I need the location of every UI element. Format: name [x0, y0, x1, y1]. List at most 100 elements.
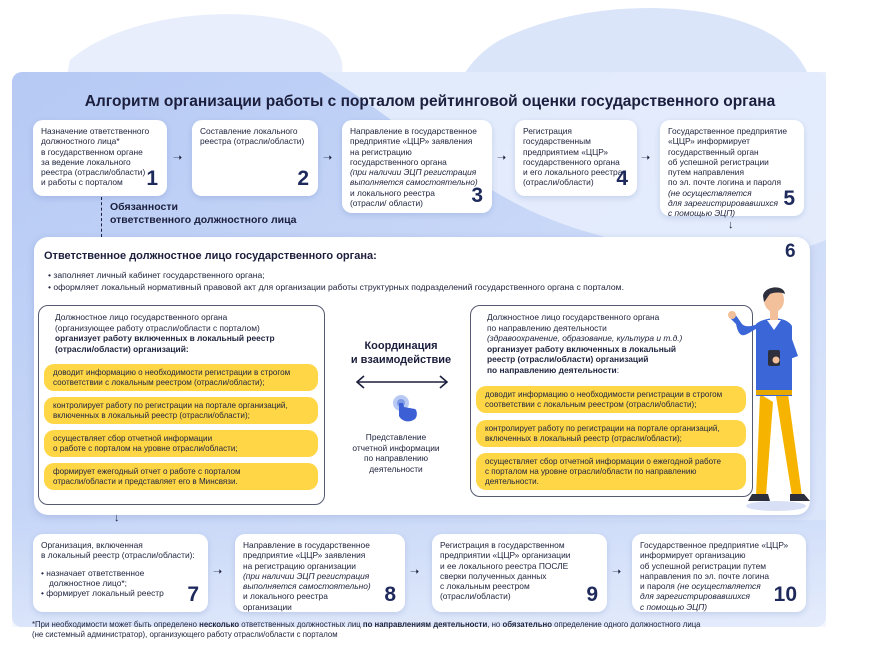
- dashed-connector: [101, 197, 102, 237]
- coord-sub-text: отчетной информации: [352, 442, 440, 453]
- touch-hand-icon: [393, 395, 417, 422]
- step-text: выполняется самостоятельно): [243, 581, 371, 591]
- step-text: Регистрация в государственном: [440, 540, 565, 550]
- step-number: 3: [471, 184, 483, 208]
- step-text: реестра (отрасли/области): [41, 167, 146, 177]
- step-text: и локального реестра: [243, 591, 328, 602]
- step-text: в государственном органе: [41, 146, 143, 157]
- panel-text-bold: по направлению деятельности: [487, 364, 617, 375]
- coord-text: и взаимодействие: [350, 353, 452, 366]
- step-text: и пароля: [640, 581, 675, 591]
- step-text: организации: [243, 601, 292, 612]
- step-text: предприятии «ЦЦР» организации: [440, 550, 571, 561]
- step-text: Государственное предприятие «ЦЦР»: [640, 540, 789, 550]
- step-text: на регистрацию: [350, 146, 412, 157]
- pill-text: соответствии с локальным реестром (отрас…: [53, 377, 265, 387]
- arrow-right-icon: ➝: [323, 152, 333, 164]
- step-text: «ЦЦР» информирует: [668, 136, 750, 147]
- step-text: Направление в государственное: [243, 540, 370, 550]
- panel-text: Должностное лицо государственного органа: [487, 312, 660, 322]
- left-panel-head: Должностное лицо государственного органа…: [55, 312, 320, 354]
- footnote-bold: обязательно: [502, 620, 552, 629]
- pill-text: о работе с порталом на уровне отрасли/об…: [53, 443, 238, 453]
- step-text: для зарегистрировавшихся: [640, 591, 750, 602]
- step-text: в локальный реестр (отрасли/области):: [41, 550, 195, 561]
- arrow-right-icon: ➝: [410, 566, 420, 578]
- footnote-bold: несколько: [199, 620, 240, 629]
- pill-text: доводит информацию о необходимости регис…: [53, 368, 291, 377]
- arrow-down-icon: ↓: [728, 219, 734, 231]
- step-text: (отрасли/ области): [350, 197, 423, 208]
- left-pill: формирует ежегодный отчет о работе с пор…: [44, 463, 318, 490]
- step-text: (отрасли/области): [523, 177, 594, 188]
- panel-text: (организующее работу отрасли/области с п…: [55, 322, 260, 333]
- pill-text: деятельности.: [485, 476, 539, 486]
- step-10-card: Государственное предприятие «ЦЦР» информ…: [632, 534, 806, 612]
- step-text: и работы с порталом: [41, 177, 123, 188]
- step-text: информирует организацию: [640, 550, 746, 561]
- panel-text-bold: реестр (отрасли/области) организаций: [487, 354, 649, 364]
- pill-text: контролирует работу по регистрации на по…: [485, 424, 720, 433]
- step-text: (при наличии ЭЦП регистрация: [350, 167, 477, 177]
- right-pill: контролирует работу по регистрации на по…: [476, 420, 746, 447]
- pill-text: соответствии с локальным реестром (отрас…: [485, 399, 697, 409]
- pill-text: контролирует работу по регистрации на по…: [53, 401, 288, 410]
- panel-text-italic: (здравоохранение, образование, культура …: [487, 333, 683, 343]
- footnote-text: *При необходимости может быть определено: [32, 620, 200, 629]
- right-pill: осуществляет сбор отчетной информации о …: [476, 453, 746, 490]
- pill-text: доводит информацию о необходимости регис…: [485, 390, 723, 399]
- arrow-down-icon: ↓: [114, 512, 120, 524]
- footnote-bold: по направлениям деятельности: [362, 620, 488, 629]
- step-text: Организация, включенная: [41, 540, 143, 550]
- pill-text: включенных в локальный реестр (отрасли/о…: [485, 433, 682, 443]
- right-pill: доводит информацию о необходимости регис…: [476, 386, 746, 413]
- coord-sub-text: по направлению: [363, 453, 429, 463]
- step-number: 5: [783, 187, 795, 211]
- step-7-card: Организация, включенная в локальный реес…: [33, 534, 208, 612]
- step-text: должностное лицо*;: [49, 577, 127, 588]
- step-text: (при наличии ЭЦП регистрация: [243, 570, 370, 581]
- right-panel-head: Должностное лицо государственного органа…: [487, 312, 749, 375]
- arrow-right-icon: ➝: [641, 152, 651, 164]
- footnote-text: определение одного должностного лица: [551, 620, 701, 629]
- coord-sub-text: деятельности: [369, 463, 423, 474]
- label-line: Обязанности: [110, 201, 178, 213]
- step-number: 4: [616, 167, 628, 191]
- pill-text: отрасли/области и представляет его в Мин…: [53, 476, 238, 486]
- step-number: 9: [586, 583, 598, 607]
- block-title: Ответственное должностное лицо государст…: [44, 250, 377, 262]
- step-text: государственного органа: [523, 156, 620, 167]
- step-number: 2: [297, 167, 309, 191]
- left-pill: контролирует работу по регистрации на по…: [44, 397, 318, 424]
- step-1-card: Назначение ответственного должностного л…: [33, 120, 167, 196]
- left-pill: доводит информацию о необходимости регис…: [44, 364, 318, 391]
- step-text: (отрасли/области): [440, 591, 511, 602]
- step-4-card: Регистрация государственным предприятием…: [515, 120, 637, 196]
- step-text: • формирует локальный реестр: [41, 588, 164, 598]
- step-text: • назначает ответственное: [41, 567, 145, 578]
- step-number: 7: [187, 583, 199, 607]
- footnote-text: ответственных должностных лиц: [239, 620, 363, 629]
- coord-text: Координация: [364, 340, 438, 352]
- pill-text: осуществляет сбор отчетной информации о …: [485, 457, 722, 466]
- step-text: и ее локального реестра ПОСЛЕ: [440, 560, 569, 571]
- step-text: (не осуществляется: [668, 187, 752, 198]
- coordination-label: Координация и взаимодействие: [346, 340, 456, 368]
- step-3-card: Направление в государственное предприяти…: [342, 120, 492, 213]
- step-text: сверки полученных данных: [440, 570, 547, 581]
- step-text: Назначение ответственного: [41, 126, 150, 136]
- panel-text: :: [616, 364, 620, 375]
- step-number: 1: [146, 167, 158, 191]
- step-text: государственным: [523, 136, 591, 147]
- step-text: должностного лица*: [41, 136, 120, 147]
- pill-text: включенных в локальный реестр (отрасли/о…: [53, 410, 250, 420]
- panel-text: по направлению деятельности: [487, 322, 607, 333]
- step-5-card: Государственное предприятие «ЦЦР» информ…: [660, 120, 804, 218]
- step-text: направления по эл. почте логина: [640, 570, 770, 581]
- panel-text: Должностное лицо государственного органа: [55, 312, 228, 322]
- footnote-text: , но: [487, 620, 503, 629]
- step-text: путем направления: [668, 167, 744, 177]
- step-text: и его локального реестра: [523, 167, 623, 177]
- footnote: *При необходимости может быть определено…: [32, 620, 792, 639]
